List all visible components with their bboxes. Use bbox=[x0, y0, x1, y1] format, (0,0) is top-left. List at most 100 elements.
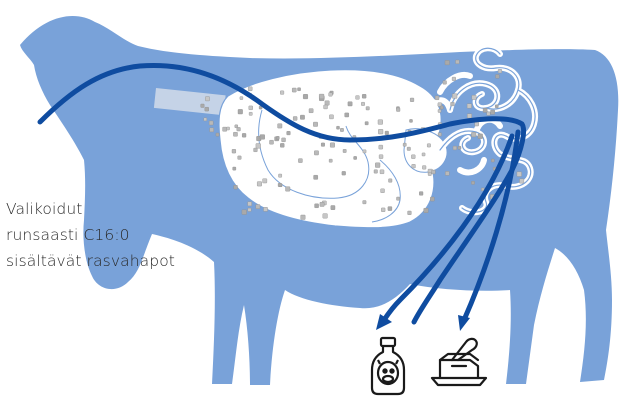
particle bbox=[438, 133, 441, 136]
particle bbox=[234, 185, 238, 189]
particle bbox=[452, 94, 457, 99]
particle bbox=[407, 147, 410, 150]
caption-line-3: sisältävät rasvahapot bbox=[6, 248, 175, 274]
particle bbox=[430, 197, 434, 201]
particle bbox=[379, 145, 383, 149]
particle bbox=[375, 163, 380, 168]
particle bbox=[428, 172, 431, 175]
particle bbox=[354, 156, 357, 159]
particle bbox=[254, 148, 258, 152]
particle bbox=[256, 144, 261, 149]
particle bbox=[249, 112, 252, 115]
particle bbox=[233, 167, 236, 170]
particle bbox=[419, 192, 423, 196]
particle bbox=[256, 205, 260, 209]
particle bbox=[204, 118, 207, 121]
caption-line-2: runsaasti C16:0 bbox=[6, 222, 175, 248]
particle bbox=[286, 187, 291, 192]
particle bbox=[278, 183, 282, 187]
particle bbox=[491, 110, 495, 114]
particle bbox=[467, 104, 472, 109]
particle bbox=[362, 94, 366, 98]
particle bbox=[396, 108, 400, 112]
particle bbox=[445, 60, 450, 65]
particle bbox=[301, 215, 306, 220]
particle bbox=[491, 159, 494, 162]
particle bbox=[496, 75, 500, 79]
particle bbox=[223, 127, 227, 131]
particle bbox=[233, 132, 237, 136]
particle bbox=[263, 179, 267, 183]
particle bbox=[379, 155, 383, 159]
fatty-acid-caption: Valikoidut runsaasti C16:0 sisältävät ra… bbox=[6, 196, 175, 274]
particle bbox=[293, 117, 297, 121]
particle bbox=[452, 77, 456, 81]
milk-bottle-icon bbox=[372, 338, 404, 394]
particle bbox=[260, 135, 265, 140]
particle bbox=[456, 60, 460, 64]
particle bbox=[270, 140, 274, 144]
particle bbox=[356, 96, 360, 100]
particle bbox=[443, 81, 447, 85]
particle bbox=[380, 170, 384, 174]
particle bbox=[216, 133, 219, 136]
particle bbox=[324, 105, 328, 109]
particle bbox=[320, 202, 324, 206]
particle bbox=[298, 88, 301, 91]
particle bbox=[363, 201, 366, 204]
particle bbox=[329, 93, 333, 97]
particle bbox=[280, 143, 284, 147]
particle bbox=[458, 146, 461, 149]
particle bbox=[249, 106, 253, 110]
particle bbox=[205, 107, 209, 111]
particle bbox=[282, 138, 286, 142]
particle bbox=[309, 109, 313, 113]
particle bbox=[227, 127, 230, 130]
particle bbox=[412, 164, 416, 168]
particle bbox=[361, 102, 364, 105]
particle bbox=[424, 208, 429, 213]
particle bbox=[321, 143, 325, 147]
particle bbox=[389, 179, 393, 183]
particle bbox=[276, 136, 279, 139]
particle bbox=[483, 108, 487, 112]
particle bbox=[287, 131, 291, 135]
particle bbox=[422, 153, 425, 156]
particle bbox=[478, 134, 483, 139]
particle bbox=[314, 175, 318, 179]
particle bbox=[435, 96, 439, 100]
particle bbox=[209, 121, 213, 125]
particle bbox=[325, 101, 329, 105]
particle bbox=[235, 125, 238, 128]
particle bbox=[427, 144, 430, 147]
particle bbox=[520, 179, 524, 183]
particle bbox=[381, 208, 385, 212]
particle bbox=[238, 109, 243, 114]
particle bbox=[340, 128, 343, 131]
particle bbox=[314, 151, 318, 155]
particle bbox=[365, 122, 368, 125]
particle bbox=[292, 88, 296, 92]
particle bbox=[445, 171, 449, 175]
particle bbox=[210, 128, 214, 132]
particle bbox=[298, 159, 302, 163]
particle bbox=[264, 207, 268, 211]
particle bbox=[238, 156, 242, 160]
particle bbox=[475, 122, 479, 126]
particle bbox=[363, 150, 366, 153]
particle bbox=[410, 98, 414, 102]
particle bbox=[378, 120, 383, 125]
particle bbox=[257, 182, 262, 187]
particle bbox=[378, 129, 383, 134]
particle bbox=[201, 104, 205, 108]
butter-dish-icon bbox=[432, 339, 486, 385]
particle bbox=[313, 122, 317, 126]
particle bbox=[388, 207, 392, 211]
caption-line-1: Valikoidut bbox=[6, 196, 175, 222]
particle bbox=[331, 206, 335, 210]
particle bbox=[205, 97, 209, 101]
particle bbox=[517, 172, 522, 177]
particle bbox=[432, 170, 436, 174]
particle bbox=[397, 197, 400, 200]
